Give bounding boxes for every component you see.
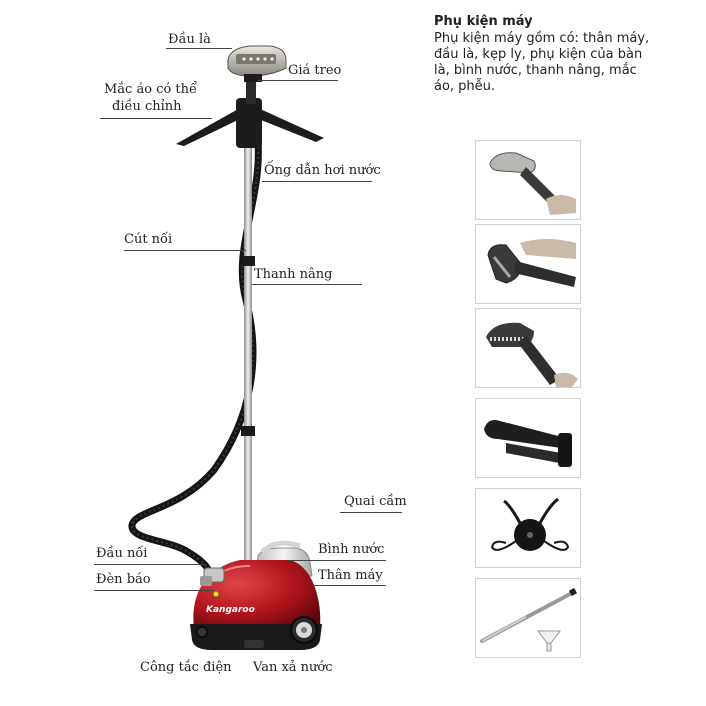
label-dau-la: Đầu là xyxy=(168,32,211,47)
steam-head-angle-icon xyxy=(487,239,576,287)
accessory-thumb-3 xyxy=(475,308,581,388)
pole-and-funnel-icon xyxy=(480,587,578,652)
leader-mac-ao xyxy=(100,118,212,119)
accessories-title: Phụ kiện máy xyxy=(434,14,533,29)
carry-handle xyxy=(260,540,301,554)
leader-ong-dan xyxy=(262,181,372,182)
label-cong-tac: Công tắc điện xyxy=(140,660,232,675)
indicator-light xyxy=(212,590,220,598)
label-binh-nuoc: Bình nước xyxy=(318,542,385,557)
label-than-may: Thân máy xyxy=(318,568,383,583)
steamer-body xyxy=(193,560,321,628)
label-den-bao: Đèn báo xyxy=(96,572,151,587)
accessory-thumb-4 xyxy=(475,398,581,478)
label-dau-noi: Đầu nối xyxy=(96,546,148,561)
leader-den-bao xyxy=(94,590,214,591)
hanger-base-icon xyxy=(490,497,570,551)
accessory-thumb-2 xyxy=(475,224,581,304)
steam-head-hand-icon xyxy=(489,152,576,215)
label-cut-noi: Cút nối xyxy=(124,232,173,247)
steam-head-brush-icon xyxy=(486,322,578,387)
leader-dau-la xyxy=(166,48,232,49)
label-mac-ao-1: Mắc áo có thể xyxy=(104,82,198,97)
leader-than-may xyxy=(312,585,386,586)
leader-thanh-nang xyxy=(252,284,362,285)
brand-logo: Kangaroo xyxy=(206,605,255,615)
power-switch xyxy=(196,626,208,638)
label-quai-cam: Quai cầm xyxy=(344,494,407,509)
accessory-thumb-5 xyxy=(475,488,581,568)
accessories-description: Phụ kiện máy gồm có: thân máy, đầu là, k… xyxy=(434,31,650,94)
accessory-thumb-6 xyxy=(475,578,581,658)
leader-cut-noi xyxy=(124,250,246,251)
accessory-thumb-1 xyxy=(475,140,581,220)
telescopic-pole xyxy=(244,120,252,560)
label-ong-dan: Ống dẫn hơi nước xyxy=(264,163,381,178)
label-mac-ao-2: điều chỉnh xyxy=(112,99,182,114)
leader-quai-cam xyxy=(340,512,402,513)
pole-joint-upper xyxy=(241,256,255,266)
leader-gia-treo xyxy=(258,80,338,81)
leader-binh-nuoc xyxy=(288,560,386,561)
steam-hose xyxy=(128,138,262,582)
crease-clip-icon xyxy=(484,420,572,467)
pole-joint-lower xyxy=(241,426,255,436)
label-thanh-nang: Thanh nâng xyxy=(254,267,333,282)
garment-steamer-diagram: Kangaroo xyxy=(128,45,324,650)
steamer-base xyxy=(190,624,322,650)
label-gia-treo: Giá treo xyxy=(288,63,342,78)
drain-valve xyxy=(244,640,264,648)
leader-dau-noi xyxy=(94,564,206,565)
label-van-xa: Van xả nước xyxy=(253,660,333,675)
